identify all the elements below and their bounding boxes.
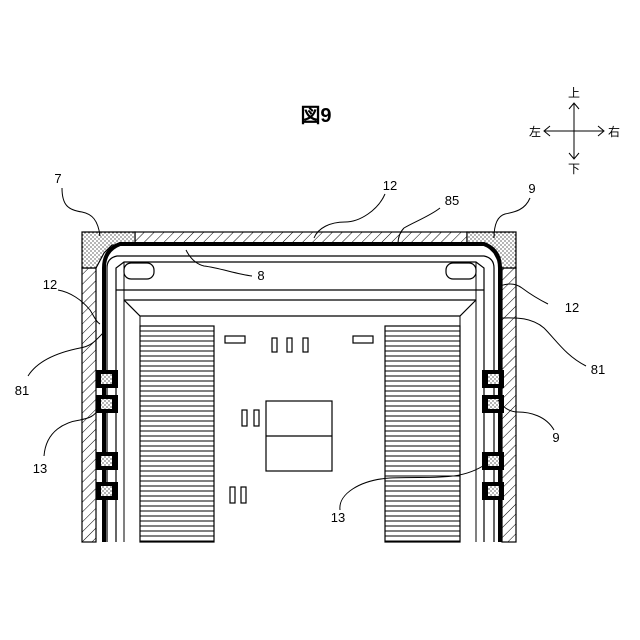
right-wall-hatched bbox=[502, 268, 516, 542]
label-13-bottom: 13 bbox=[331, 510, 345, 525]
direction-left-label: 左 bbox=[529, 124, 541, 139]
direction-right-label: 右 bbox=[608, 124, 620, 139]
label-85: 85 bbox=[445, 193, 459, 208]
label-81-left: 81 bbox=[15, 383, 29, 398]
label-12-right: 12 bbox=[565, 300, 579, 315]
direction-down-label: 下 bbox=[568, 162, 580, 176]
label-81-right: 81 bbox=[591, 362, 605, 377]
left-slot bbox=[124, 263, 154, 279]
label-7: 7 bbox=[54, 171, 61, 186]
label-12-top: 12 bbox=[383, 178, 397, 193]
label-8: 8 bbox=[257, 268, 264, 283]
right-slot bbox=[446, 263, 476, 279]
direction-compass: 上 下 左 右 bbox=[529, 86, 620, 176]
label-9-right: 9 bbox=[552, 430, 559, 445]
right-heatsink bbox=[385, 326, 460, 542]
left-heatsink bbox=[140, 326, 214, 542]
heatsink-frame bbox=[140, 326, 214, 542]
heatsink-frame bbox=[385, 326, 460, 542]
label-9-top: 9 bbox=[528, 181, 535, 196]
direction-up-label: 上 bbox=[568, 86, 580, 100]
components bbox=[225, 336, 373, 503]
label-12-left: 12 bbox=[43, 277, 57, 292]
label-13-left: 13 bbox=[33, 461, 47, 476]
figure-title: 図9 bbox=[300, 105, 331, 127]
